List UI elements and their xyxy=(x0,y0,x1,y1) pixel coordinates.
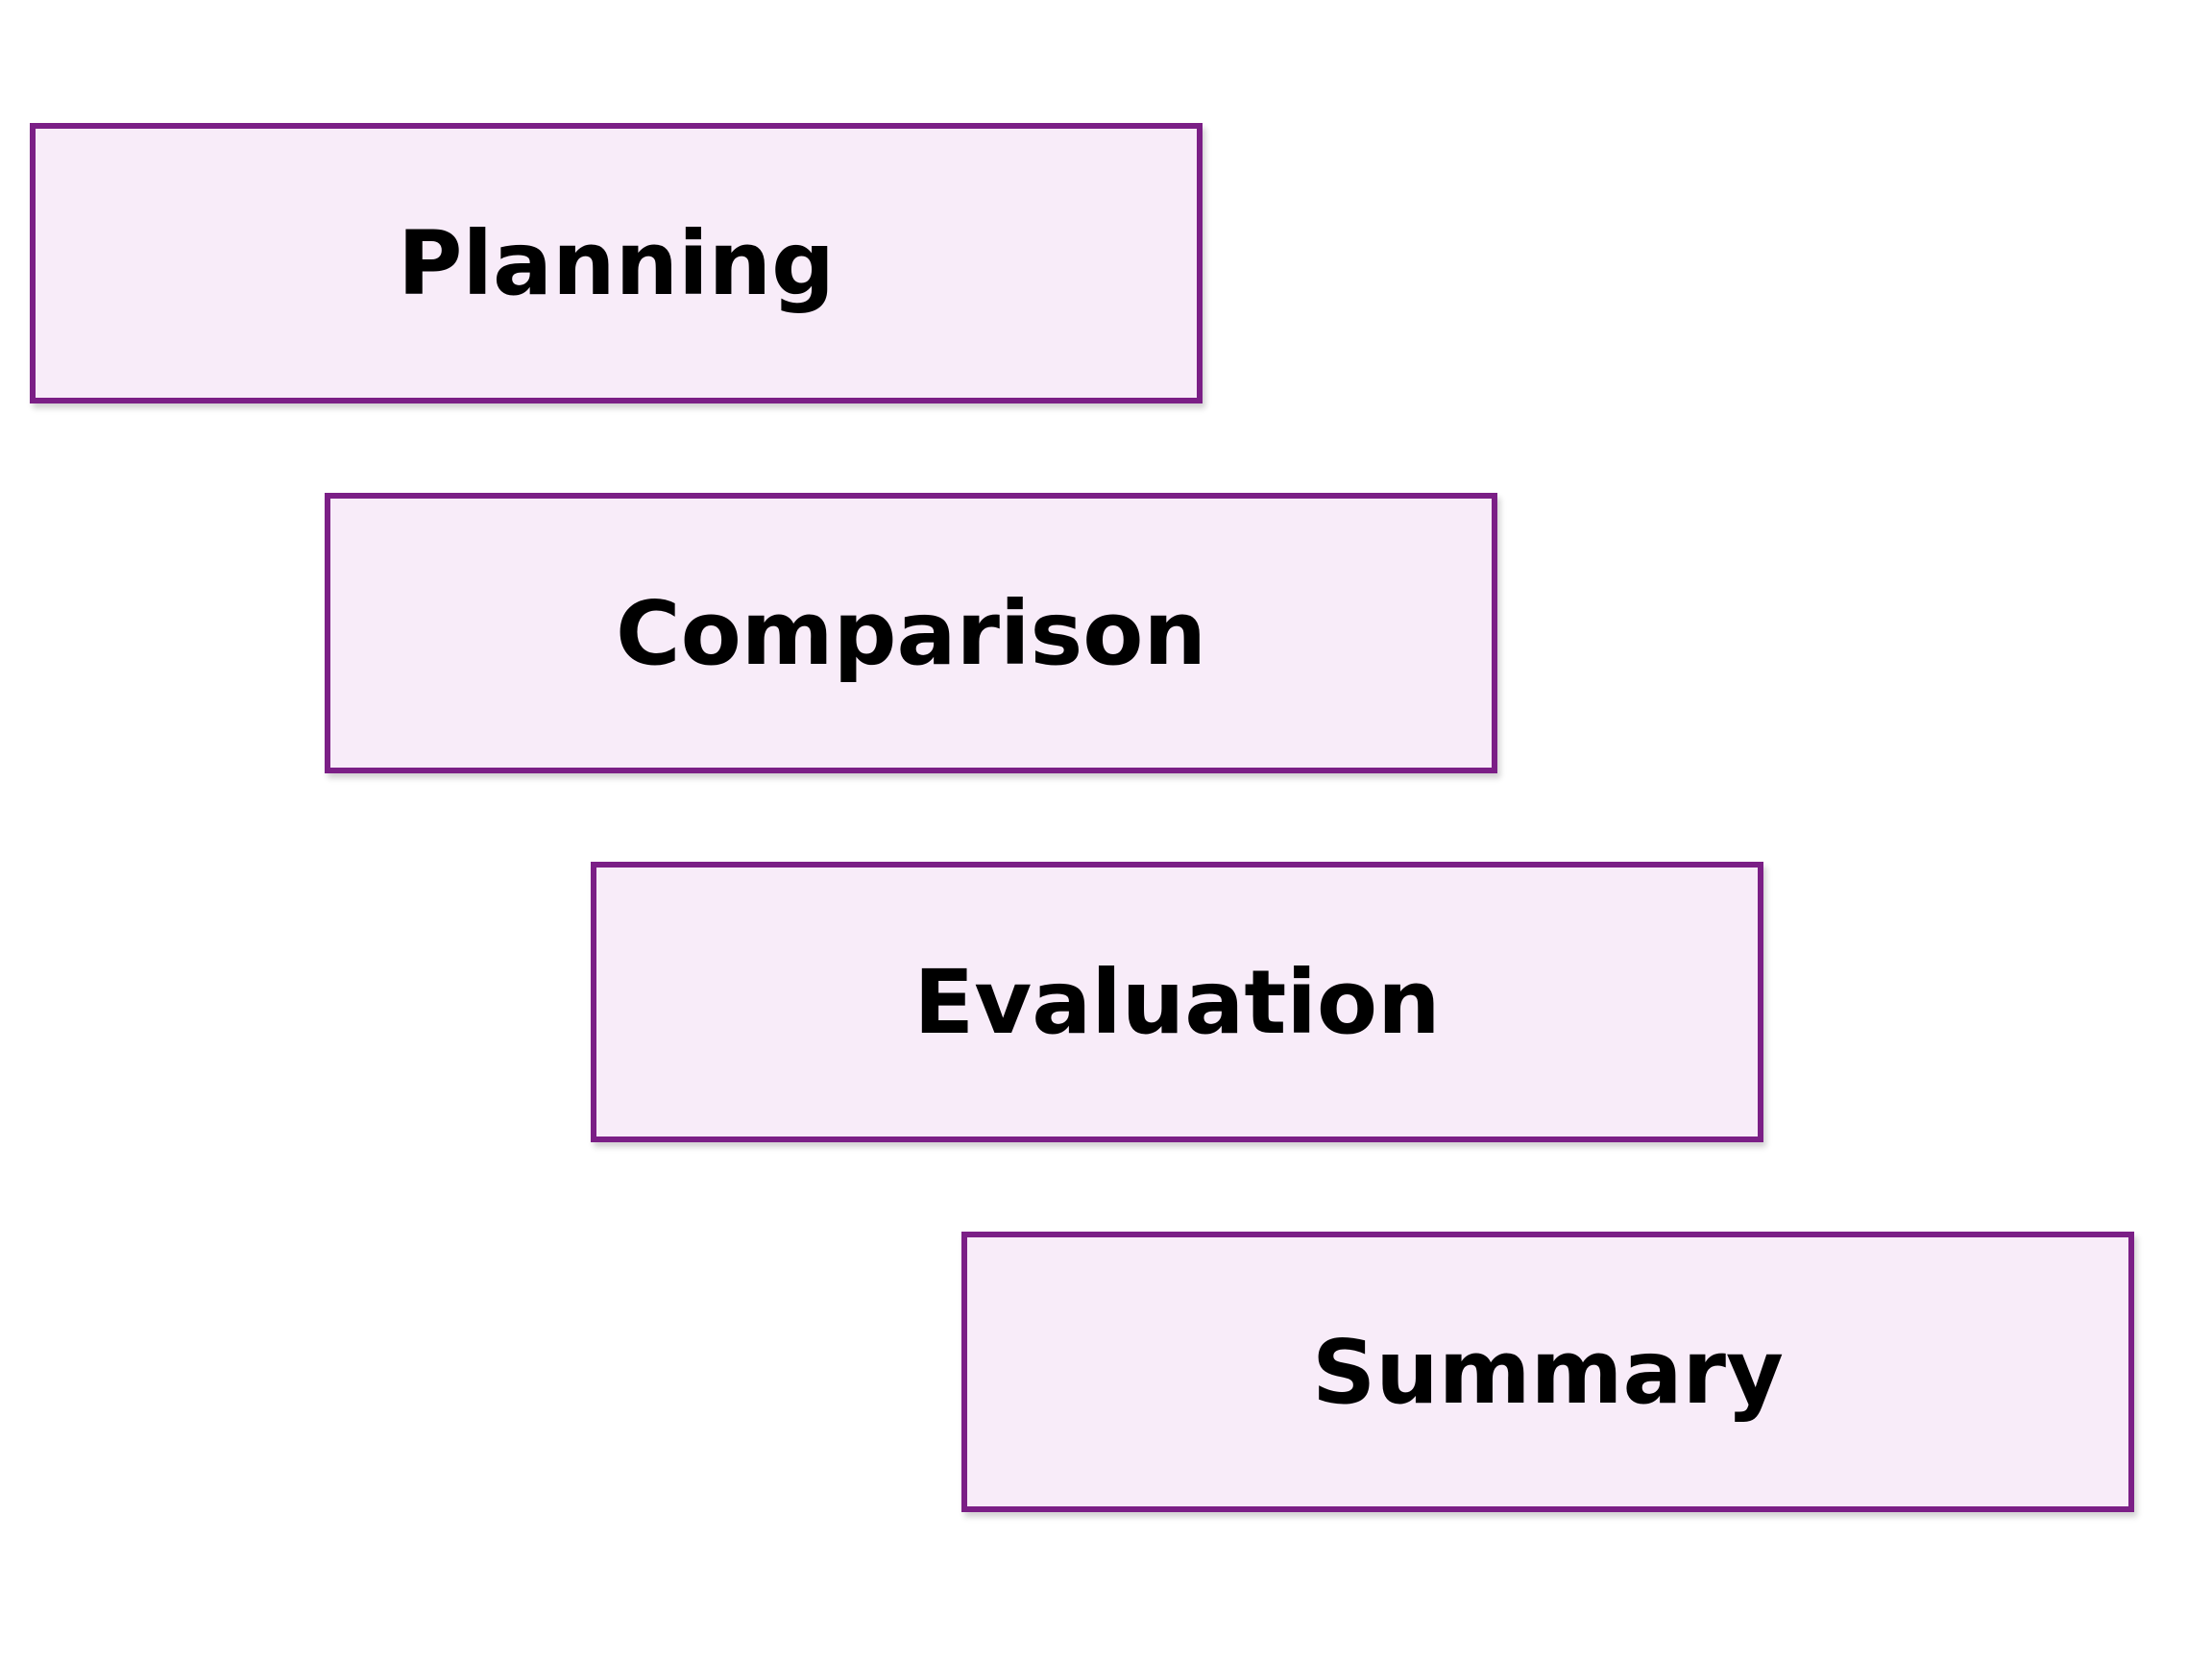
step-box-planning: Planning xyxy=(30,123,1203,403)
step-label: Comparison xyxy=(616,581,1206,685)
step-box-evaluation: Evaluation xyxy=(591,862,1763,1142)
step-label: Summary xyxy=(1312,1320,1784,1424)
step-label: Planning xyxy=(398,211,835,315)
step-box-summary: Summary xyxy=(961,1232,2134,1512)
step-label: Evaluation xyxy=(913,950,1441,1054)
step-box-comparison: Comparison xyxy=(325,493,1497,773)
